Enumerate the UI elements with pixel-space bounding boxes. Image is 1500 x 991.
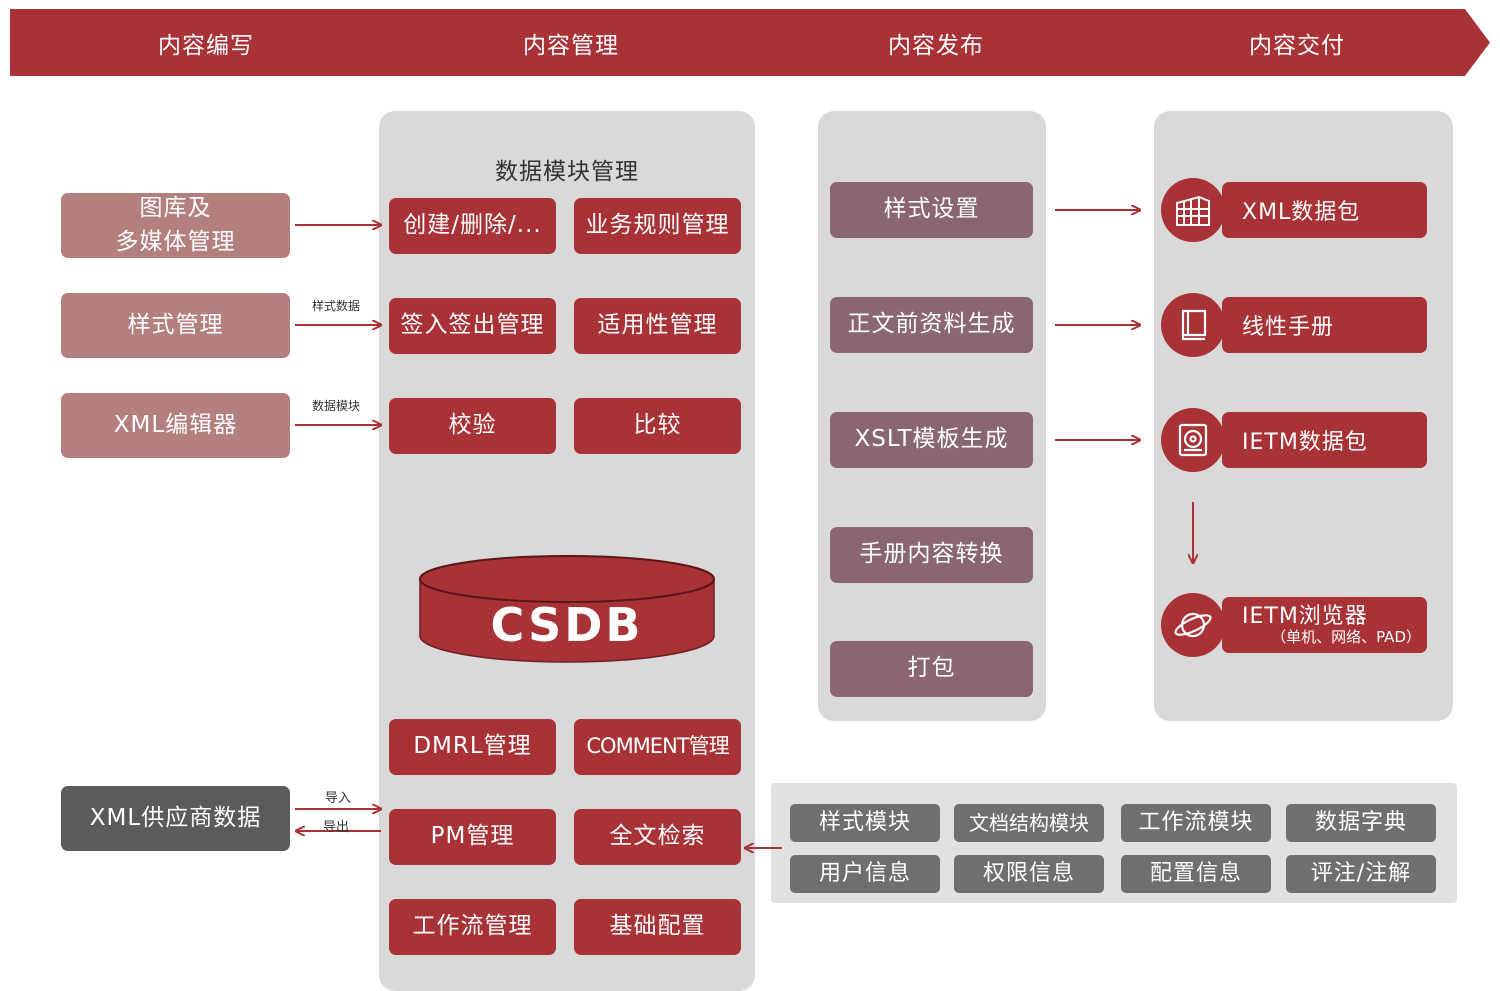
- module-label: 用户信息: [818, 860, 911, 886]
- linear-manual-item[interactable]: 线性手册: [1222, 297, 1427, 353]
- stage-label: 内容管理: [523, 32, 619, 59]
- button-label: 适用性管理: [597, 312, 718, 339]
- button-label: 比较: [633, 412, 682, 439]
- csdb-database-icon: [419, 555, 715, 663]
- media-library-box[interactable]: 图库及 多媒体管理: [61, 193, 290, 258]
- module-annotation[interactable]: 评注/注解: [1286, 855, 1436, 893]
- validate-button[interactable]: 校验: [389, 398, 556, 454]
- package-step[interactable]: 打包: [830, 641, 1033, 697]
- button-label: 工作流管理: [412, 913, 533, 940]
- button-label: PM管理: [430, 823, 515, 850]
- step-label: 手册内容转换: [859, 541, 1004, 568]
- style-setting-step[interactable]: 样式设置: [830, 182, 1033, 238]
- stage-authoring: 内容编写: [10, 9, 402, 76]
- button-label: 全文检索: [609, 823, 706, 850]
- button-label: 创建/删除/...: [403, 212, 542, 239]
- module-config-info[interactable]: 配置信息: [1121, 855, 1271, 893]
- import-caption: 导入: [325, 791, 352, 806]
- media-library-label-line1: 图库及: [139, 195, 212, 222]
- front-matter-step[interactable]: 正文前资料生成: [830, 297, 1033, 353]
- delivery-label: 线性手册: [1242, 315, 1335, 340]
- xml-package-item[interactable]: XML数据包: [1222, 182, 1427, 238]
- applicability-button[interactable]: 适用性管理: [574, 298, 741, 354]
- module-label: 权限信息: [982, 860, 1075, 886]
- step-label: 样式设置: [883, 196, 980, 223]
- compare-button[interactable]: 比较: [574, 398, 741, 454]
- stage-publishing: 内容发布: [740, 9, 1132, 76]
- step-label: XSLT模板生成: [854, 426, 1009, 453]
- module-workflow[interactable]: 工作流模块: [1121, 804, 1271, 842]
- module-label: 评注/注解: [1310, 860, 1412, 886]
- delivery-sublabel: （单机、网络、PAD）: [1271, 628, 1421, 647]
- dmrl-button[interactable]: DMRL管理: [389, 719, 556, 775]
- supplier-data-box[interactable]: XML供应商数据: [61, 786, 290, 851]
- stage-label: 内容发布: [888, 32, 984, 59]
- fulltext-search-button[interactable]: 全文检索: [574, 809, 741, 865]
- module-data-dictionary[interactable]: 数据字典: [1286, 804, 1436, 842]
- create-delete-button[interactable]: 创建/删除/...: [389, 198, 556, 254]
- ietm-package-item[interactable]: IETM数据包: [1222, 412, 1427, 468]
- xslt-template-step[interactable]: XSLT模板生成: [830, 412, 1033, 468]
- button-label: 校验: [448, 412, 497, 439]
- button-label: 基础配置: [609, 913, 706, 940]
- comment-button[interactable]: COMMENT管理: [574, 719, 741, 775]
- module-label: 工作流模块: [1138, 809, 1254, 835]
- workflow-button[interactable]: 工作流管理: [389, 899, 556, 955]
- delivery-label: IETM数据包: [1242, 430, 1368, 455]
- button-label: DMRL管理: [413, 733, 532, 760]
- media-library-label-line2: 多媒体管理: [115, 228, 236, 255]
- module-user-info[interactable]: 用户信息: [790, 855, 940, 893]
- disc-package-icon: [1161, 408, 1225, 472]
- delivery-label: XML数据包: [1242, 200, 1361, 225]
- csdb-label: CSDB: [490, 598, 644, 652]
- style-management-label: 样式管理: [127, 311, 224, 338]
- module-label: 文档结构模块: [969, 811, 1089, 835]
- button-label: 业务规则管理: [585, 212, 730, 239]
- stage-label: 内容交付: [1249, 32, 1345, 59]
- planet-icon: [1161, 593, 1225, 657]
- module-management-title: 数据模块管理: [495, 159, 639, 185]
- business-rules-button[interactable]: 业务规则管理: [574, 198, 741, 254]
- button-label: COMMENT管理: [586, 734, 729, 759]
- style-management-box[interactable]: 样式管理: [61, 293, 290, 358]
- module-label: 样式模块: [818, 809, 911, 835]
- checkin-checkout-button[interactable]: 签入签出管理: [389, 298, 556, 354]
- module-label: 数据字典: [1314, 809, 1407, 835]
- delivery-label: IETM浏览器: [1242, 604, 1368, 630]
- book-icon: [1161, 293, 1225, 357]
- stage-delivery: 内容交付: [1104, 9, 1490, 76]
- base-config-button[interactable]: 基础配置: [574, 899, 741, 955]
- stage-management: 内容管理: [375, 9, 767, 76]
- style-data-caption: 样式数据: [312, 299, 361, 313]
- module-label: 配置信息: [1149, 860, 1242, 886]
- module-permission-info[interactable]: 权限信息: [954, 855, 1104, 893]
- module-data-caption: 数据模块: [312, 399, 361, 413]
- supplier-data-label: XML供应商数据: [89, 804, 262, 831]
- xml-editor-box[interactable]: XML编辑器: [61, 393, 290, 458]
- step-label: 正文前资料生成: [847, 311, 1016, 338]
- module-doc-structure[interactable]: 文档结构模块: [954, 804, 1104, 842]
- module-style[interactable]: 样式模块: [790, 804, 940, 842]
- export-caption: 导出: [323, 820, 350, 835]
- manual-convert-step[interactable]: 手册内容转换: [830, 527, 1033, 583]
- xml-editor-label: XML编辑器: [113, 411, 238, 438]
- stage-label: 内容编写: [158, 32, 254, 59]
- step-label: 打包: [907, 655, 956, 682]
- ietm-browser-item[interactable]: IETM浏览器 （单机、网络、PAD）: [1222, 597, 1427, 653]
- building-grid-icon: [1161, 178, 1225, 242]
- pm-button[interactable]: PM管理: [389, 809, 556, 865]
- button-label: 签入签出管理: [400, 312, 545, 339]
